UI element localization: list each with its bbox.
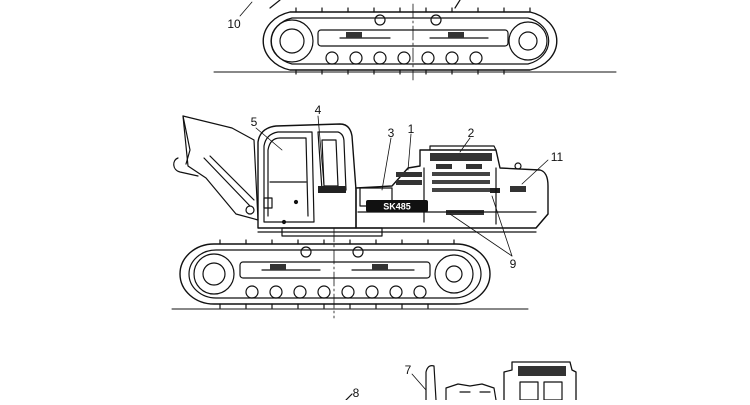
callout-4: 4 (315, 103, 322, 117)
callout-5: 5 (251, 115, 258, 129)
excavator-side-view: SK485 (171, 115, 549, 319)
upper-structure: SK485 (257, 145, 549, 237)
callout-10: 10 (227, 17, 241, 31)
callout-11: 11 (551, 150, 564, 164)
side-track-assembly (179, 239, 491, 309)
front-view-partial (345, 361, 577, 401)
callout-7: 7 (405, 363, 412, 377)
model-decal: SK485 (366, 200, 428, 212)
leader-lines (239, 1, 549, 391)
callout-2: 2 (468, 126, 475, 140)
callout-1: 1 (408, 122, 415, 136)
model-decal-text: SK485 (383, 202, 411, 212)
cab (257, 123, 357, 229)
top-track-assembly (213, 0, 617, 81)
callout-3: 3 (388, 126, 395, 140)
callout-labels: 10 5 4 3 1 2 11 9 8 7 (227, 17, 563, 400)
callout-8: 8 (353, 386, 360, 400)
callout-9: 9 (510, 257, 517, 271)
boom (173, 115, 259, 221)
